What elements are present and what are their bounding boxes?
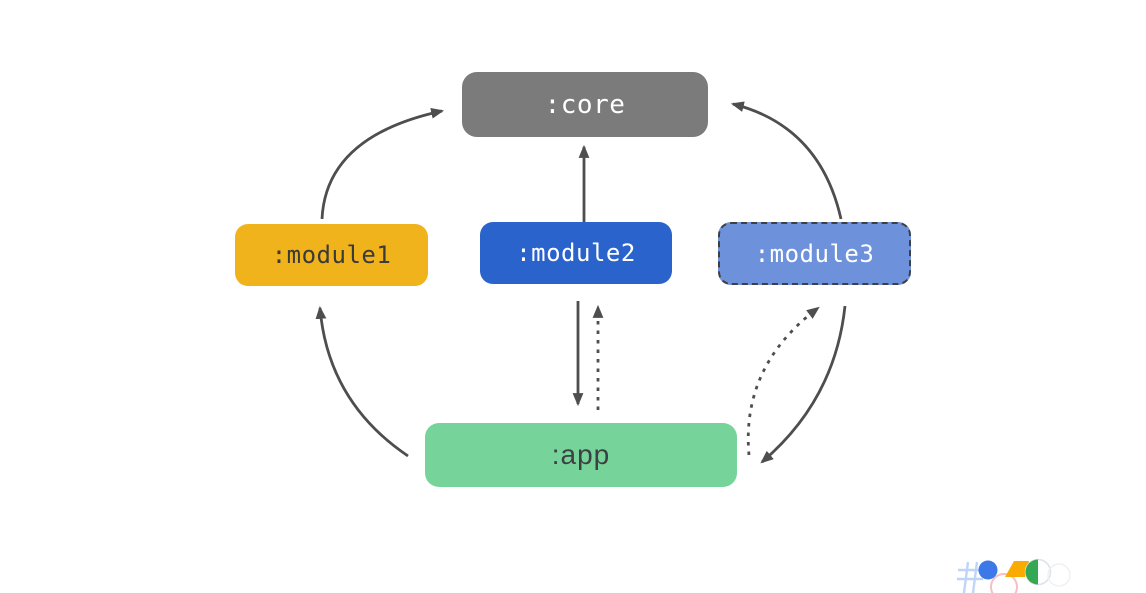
node-module1-label: :module1 <box>271 241 392 269</box>
node-module1: :module1 <box>235 224 428 286</box>
node-app-label: :app <box>551 439 611 470</box>
edge-app-module1 <box>315 305 409 458</box>
node-core-label: :core <box>544 89 626 120</box>
node-module3: :module3 <box>718 222 911 285</box>
google-io-logo <box>957 558 1071 593</box>
edge-module1-core <box>320 107 445 220</box>
node-app: :app <box>425 423 737 487</box>
node-core: :core <box>462 72 708 137</box>
edge-module3-app <box>760 305 847 464</box>
node-module2: :module2 <box>480 222 672 284</box>
io-green-semicircle-icon <box>1024 558 1052 586</box>
node-module3-label: :module3 <box>754 239 875 268</box>
io-blue-dot-icon <box>978 560 998 580</box>
edge-module3-core <box>730 101 843 220</box>
node-module2-label: :module2 <box>516 239 636 267</box>
io-yellow-parallelogram-icon <box>1005 561 1029 577</box>
edge-app-module3-dashed <box>746 306 820 456</box>
